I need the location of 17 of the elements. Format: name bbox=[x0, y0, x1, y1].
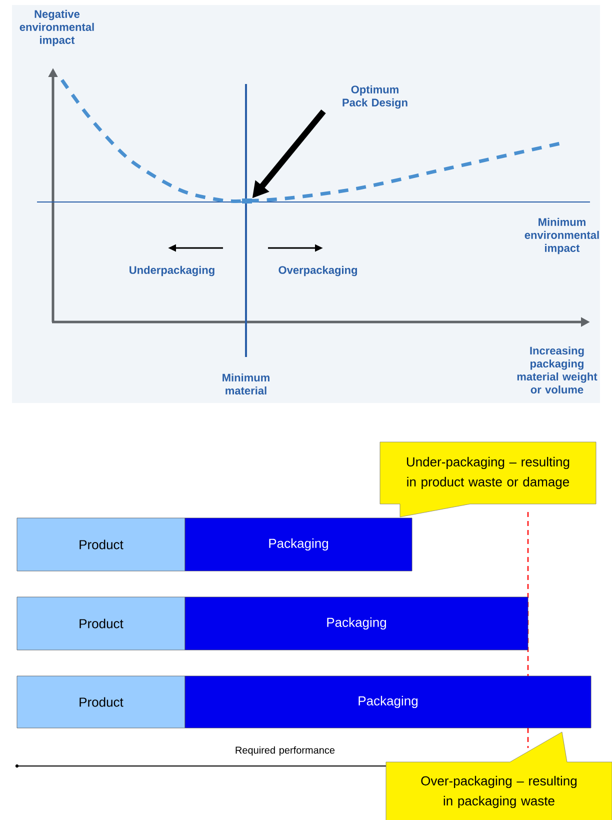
callout-text: Optimum Pack Design bbox=[342, 85, 408, 109]
axis-label: Increasing packaging material weight or volume bbox=[517, 346, 598, 394]
axis-label: Negative environmental impact bbox=[20, 10, 94, 46]
packaging-bar: Packaging bbox=[184, 518, 412, 572]
product-bar: Product bbox=[16, 676, 186, 728]
axis-label: Minimum environmental impact bbox=[524, 218, 599, 254]
axis-label: Overpackaging bbox=[278, 266, 357, 276]
axis-label: Required performance bbox=[236, 746, 335, 756]
callout-box: Over-packaging – resulting in packaging waste bbox=[386, 732, 612, 820]
product-bar: Product bbox=[16, 596, 186, 650]
packaging-bar: Packaging bbox=[184, 676, 592, 728]
optimum-point bbox=[242, 198, 252, 204]
product-bar: Product bbox=[16, 518, 186, 572]
packaging-bar: Packaging bbox=[184, 596, 528, 650]
axis-label: Minimum material bbox=[222, 373, 270, 395]
callout-box: Under-packaging – resulting in product waste or damage bbox=[380, 442, 596, 518]
axis-label: Underpackaging bbox=[130, 266, 214, 276]
